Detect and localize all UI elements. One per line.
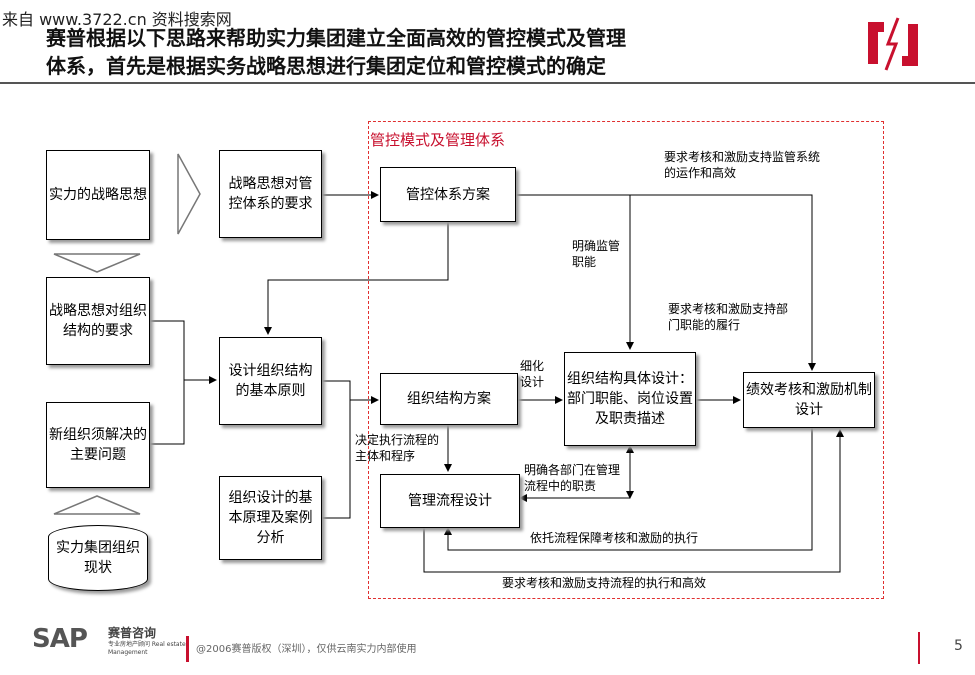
box-control-plan: 管控体系方案 xyxy=(380,167,516,222)
box-strategy: 实力的战略思想 xyxy=(46,150,150,240)
watermark-text: 来自 www.3722.cn 资料搜索网 xyxy=(2,10,232,29)
box-new-org-problems: 新组织须解决的主要问题 xyxy=(46,402,150,488)
label-top-right: 要求考核和激励支持监管系统的运作和高效 xyxy=(664,150,821,180)
footer-company: 赛普咨询 专业房地产顾问 Real estate Management xyxy=(108,624,188,657)
label-dept-duty: 要求考核和激励支持部门职能的履行 xyxy=(668,302,789,332)
footer-copyright: @2006赛普版权（深圳），仅供云南实力内部使用 xyxy=(196,644,417,655)
region-title: 管控模式及管理体系 xyxy=(370,131,506,149)
control-mode-region xyxy=(368,121,884,599)
footer-company-sub: 专业房地产顾问 Real estate Management xyxy=(108,641,186,656)
title-divider xyxy=(0,82,975,84)
box-process-design: 管理流程设计 xyxy=(380,474,520,528)
label-clarify: 明确监管职能 xyxy=(572,239,621,269)
page-divider xyxy=(918,632,920,664)
label-rely: 依托流程保障考核和激励的执行 xyxy=(530,531,699,545)
box-design-principle: 设计组织结构的基本原则 xyxy=(219,337,322,425)
box-control-requirement: 战略思想对管控体系的要求 xyxy=(219,150,322,238)
label-bottom: 要求考核和激励支持流程的执行和高效 xyxy=(502,576,707,590)
brand-logo-icon xyxy=(868,17,918,71)
label-refine: 细化设计 xyxy=(520,359,545,389)
footer-logo: SAP xyxy=(32,624,88,654)
title-line-1: 赛普根据以下思路来帮助实力集团建立全面高效的管控模式及管理 xyxy=(46,26,626,50)
title-line-2: 体系，首先是根据实务战略思想进行集团定位和管控模式的确定 xyxy=(46,54,606,78)
box-org-requirement: 战略思想对组织结构的要求 xyxy=(46,277,150,365)
label-decide: 决定执行流程的主体和程序 xyxy=(355,433,440,463)
box-performance-design: 绩效考核和激励机制设计 xyxy=(743,372,875,428)
footer-company-name: 赛普咨询 xyxy=(108,626,157,640)
box-group-status: 实力集团组织现状 xyxy=(48,525,148,591)
page-title: 赛普根据以下思路来帮助实力集团建立全面高效的管控模式及管理 体系，首先是根据实务… xyxy=(46,24,806,80)
footer-bar xyxy=(186,636,189,662)
label-clarify-dept: 明确各部门在管理流程中的职责 xyxy=(524,463,621,493)
page-number: 5 xyxy=(954,638,963,654)
box-case-analysis: 组织设计的基本原理及案例分析 xyxy=(219,476,322,560)
box-detail-design: 组织结构具体设计：部门职能、岗位设置及职责描述 xyxy=(564,352,696,446)
box-org-plan: 组织结构方案 xyxy=(380,373,518,425)
